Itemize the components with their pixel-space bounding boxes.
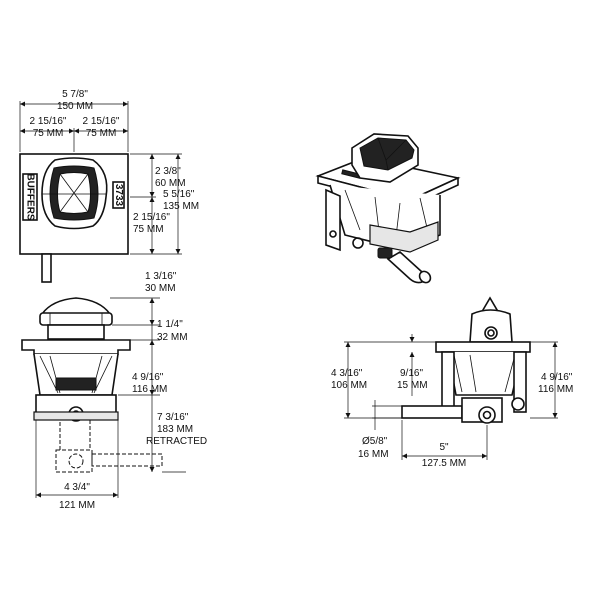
pin-length-mm: 127.5 MM [422,458,466,469]
flange-height-inch: 1 1/4" [157,319,183,330]
offset-mm: 15 MM [397,380,428,391]
part-number-tag [112,181,125,209]
body-height-mm: 116 MM [132,384,167,395]
top-height-dimensions [130,153,182,255]
lower-height-mm: 75 MM [133,224,164,235]
overall-height-inch: 5 5/16" [163,189,195,200]
upper-height-mm: 60 MM [155,178,186,189]
pin-diameter-inch: Ø5/8" [362,436,388,447]
half-width-left-mm: 75 MM [33,128,64,139]
side-height-inch: 4 9/16" [541,372,573,383]
overall-width-inch: 5 7/8" [62,89,88,100]
side-plate [435,341,531,353]
retracted-height-mm: 183 MM [157,424,193,435]
body-depth-inch: 4 3/16" [331,368,363,379]
side-body [447,351,523,396]
side-pin [401,405,463,419]
flange-height-mm: 32 MM [157,332,188,343]
pin-diameter-mm: 16 MM [358,449,389,460]
part-number: 3733 [113,184,124,207]
upper-height-inch: 2 3/8" [155,166,181,177]
overall-height-mm: 135 MM [163,201,199,212]
half-width-right-mm: 75 MM [86,128,117,139]
body-height-inch: 4 9/16" [132,372,164,383]
side-view: 4 3/16" 106 MM 9/16" 15 MM 4 9/16" 116 M… [331,296,573,469]
front-cap-dome [40,297,112,315]
buffer-cap-top [41,157,108,230]
overall-width-mm: 150 MM [57,101,93,112]
side-height-mm: 116 MM [538,384,573,395]
isometric-view [315,133,461,284]
half-width-left-inch: 2 15/16" [30,116,67,127]
label-plate [22,173,38,221]
bottom-width-inch: 4 3/4" [64,482,90,493]
retracted-height-inch: 7 3/16" [157,412,189,423]
side-dimensions [344,334,558,460]
pin-length-inch: 5" [439,442,449,453]
half-width-right-inch: 2 15/16" [83,116,120,127]
cap-height-mm: 30 MM [145,283,176,294]
top-view: 5 7/8" 150 MM 2 15/16" 75 MM 2 15/16" 75… [19,89,199,283]
bottom-width-mm: 121 MM [59,500,95,511]
top-width-dimensions [19,101,129,152]
pin-top-view [41,253,52,283]
body-depth-mm: 106 MM [331,380,367,391]
retracted-note: RETRACTED [146,436,207,447]
cap-height-inch: 1 3/16" [145,271,177,282]
buffers-label: BUFFERS [25,173,36,221]
front-view: 1 3/16" 30 MM 1 1/4" 32 MM 4 9/16" 116 M… [21,271,207,511]
retracted-pin [55,419,163,473]
lower-height-inch: 2 15/16" [133,212,170,223]
front-height-dimensions [110,297,186,473]
offset-inch: 9/16" [400,368,423,379]
front-flange [21,339,131,355]
bottom-width-dimension [35,420,119,498]
